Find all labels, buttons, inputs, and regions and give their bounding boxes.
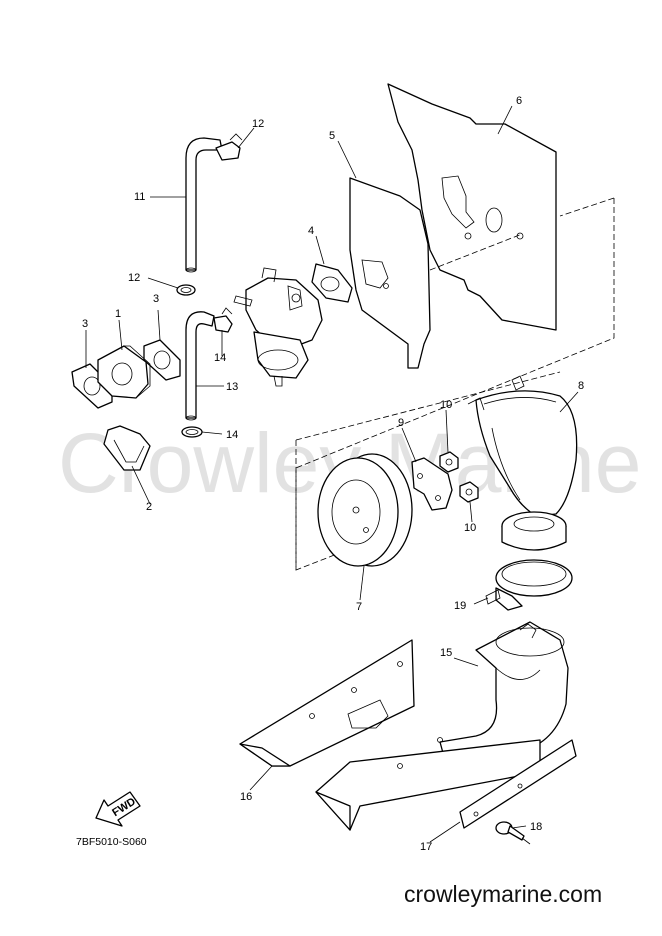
alignment-line-upper-2 <box>429 197 615 271</box>
leader-lines <box>85 105 579 843</box>
part-10-nut-upper <box>439 451 459 473</box>
callout-4: 4 <box>308 225 314 237</box>
callout-5: 5 <box>329 130 335 142</box>
part-19-clamp-band <box>485 559 573 611</box>
part-9-bracket <box>411 457 453 511</box>
part-15-duct <box>439 621 569 765</box>
part-3-gasket-right <box>143 339 181 381</box>
callout-19: 19 <box>454 600 466 612</box>
callout-10-upper: 10 <box>440 399 452 411</box>
callout-14-upper: 14 <box>214 352 226 364</box>
part-5-gasket <box>349 177 431 369</box>
callout-17: 17 <box>420 841 432 853</box>
part-8-band <box>467 375 578 517</box>
part-14-clamp-upper <box>213 307 233 333</box>
callout-6: 6 <box>516 95 522 107</box>
part-4-gasket <box>311 263 353 303</box>
callout-2: 2 <box>146 501 152 513</box>
part-6-plate <box>387 83 557 331</box>
alignment-line-upper <box>295 198 615 571</box>
callout-7: 7 <box>356 601 362 613</box>
callout-labels: 6 5 4 12 11 12 3 3 1 14 13 14 2 9 10 10 … <box>82 95 584 853</box>
part-12-clamp-lower <box>176 284 196 296</box>
part-14-clamp-lower <box>181 426 203 438</box>
callout-12-lower: 12 <box>128 272 140 284</box>
part-16-bracket <box>239 639 415 767</box>
callout-3-left: 3 <box>82 318 88 330</box>
part-13-hose <box>185 311 215 421</box>
fwd-arrow-icon: FWD <box>95 791 141 827</box>
callout-9: 9 <box>398 417 404 429</box>
part-12-clamp-upper <box>215 133 243 161</box>
part-1-adaptor <box>97 345 151 399</box>
callout-8: 8 <box>578 380 584 392</box>
part-11-hose <box>185 137 223 273</box>
part-10-nut-lower <box>459 481 479 503</box>
part-8-sleeve <box>501 511 567 551</box>
callout-14-lower: 14 <box>226 429 238 441</box>
part-3-gasket-left <box>71 363 113 409</box>
callout-15: 15 <box>440 647 452 659</box>
part-7-cover <box>317 453 413 567</box>
carburetor <box>233 267 323 387</box>
site-url: crowleymarine.com <box>404 881 602 907</box>
callout-10-lower: 10 <box>464 522 476 534</box>
callout-3-right: 3 <box>153 293 159 305</box>
callout-13: 13 <box>226 381 238 393</box>
diagram-code: 7BF5010-S060 <box>76 836 147 848</box>
part-18-rivet <box>495 821 531 845</box>
callout-1: 1 <box>115 308 121 320</box>
callout-11: 11 <box>134 191 145 203</box>
part-2-clip <box>103 425 151 471</box>
callout-12-upper: 12 <box>252 118 264 130</box>
callout-16: 16 <box>240 791 252 803</box>
alignment-line-lower <box>295 371 561 570</box>
callout-18: 18 <box>530 821 542 833</box>
part-17-strip <box>459 739 577 829</box>
